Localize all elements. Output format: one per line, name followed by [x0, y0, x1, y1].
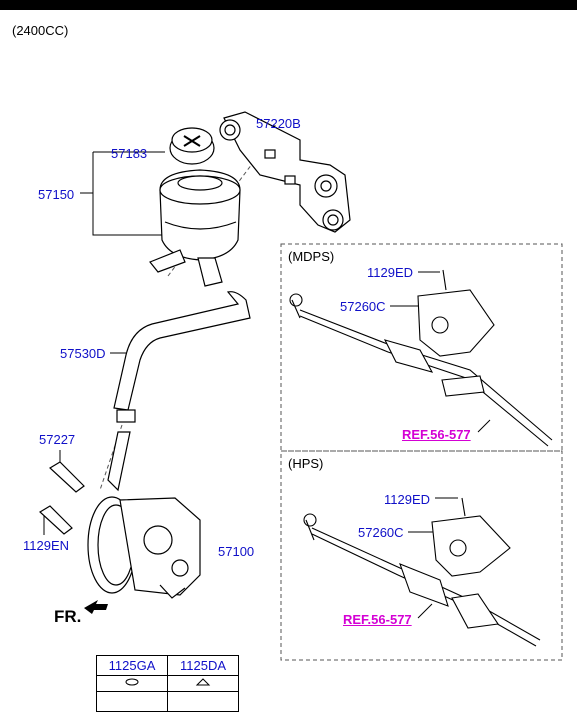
legend-symbol-1125GA — [96, 675, 168, 692]
front-arrow-icon — [84, 600, 108, 614]
reservoir-57150 — [149, 169, 241, 287]
leader-mdps-ref — [477, 419, 491, 433]
mdps-box — [280, 243, 563, 452]
front-direction-label: FR. — [54, 607, 82, 626]
hps-title: (HPS) — [288, 456, 324, 471]
top-bar — [0, 0, 577, 10]
legend-cell — [96, 691, 168, 712]
hps-ref-link[interactable]: REF.56-577 — [343, 612, 412, 627]
legend-symbol-1125DA — [167, 675, 239, 692]
leader-hps-ref — [417, 603, 433, 619]
hps-box — [280, 450, 563, 661]
hps-steering-gear — [303, 497, 541, 647]
label-57530D: 57530D — [60, 346, 106, 361]
bracket-57220B — [219, 111, 351, 233]
label-mdps-1129ED: 1129ED — [367, 265, 414, 280]
bolt-57227 — [49, 461, 85, 493]
label-57100: 57100 — [218, 544, 255, 559]
fastener-legend-table: 1125GA 1125DA — [96, 655, 239, 712]
bolts — [39, 461, 85, 535]
legend-header-1125GA: 1125GA — [96, 655, 168, 676]
fastener-symbol-icon — [125, 678, 139, 686]
label-mdps-57260C: 57260C — [340, 299, 386, 314]
hose-centerline — [99, 424, 123, 491]
label-hps-57260C: 57260C — [358, 525, 404, 540]
engine-label: (2400CC) — [12, 23, 69, 38]
bolt-1129EN — [39, 505, 73, 535]
label-hps-1129ED: 1129ED — [384, 492, 431, 507]
legend-header-1125DA: 1125DA — [167, 655, 239, 676]
hose-57530D — [107, 291, 251, 492]
fastener-symbol-icon — [195, 678, 211, 686]
leader-57150-bracket — [92, 152, 165, 236]
mdps-title: (MDPS) — [288, 249, 335, 264]
label-57150: 57150 — [38, 187, 75, 202]
mdps-steering-gear — [289, 269, 553, 447]
legend-cell — [167, 691, 239, 712]
label-1129EN: 1129EN — [23, 538, 70, 553]
label-57220B: 57220B — [256, 116, 301, 131]
label-57183: 57183 — [111, 146, 148, 161]
cap-57183 — [169, 127, 215, 165]
pump-57100 — [87, 496, 201, 599]
label-57227: 57227 — [39, 432, 76, 447]
mdps-ref-link[interactable]: REF.56-577 — [402, 427, 471, 442]
